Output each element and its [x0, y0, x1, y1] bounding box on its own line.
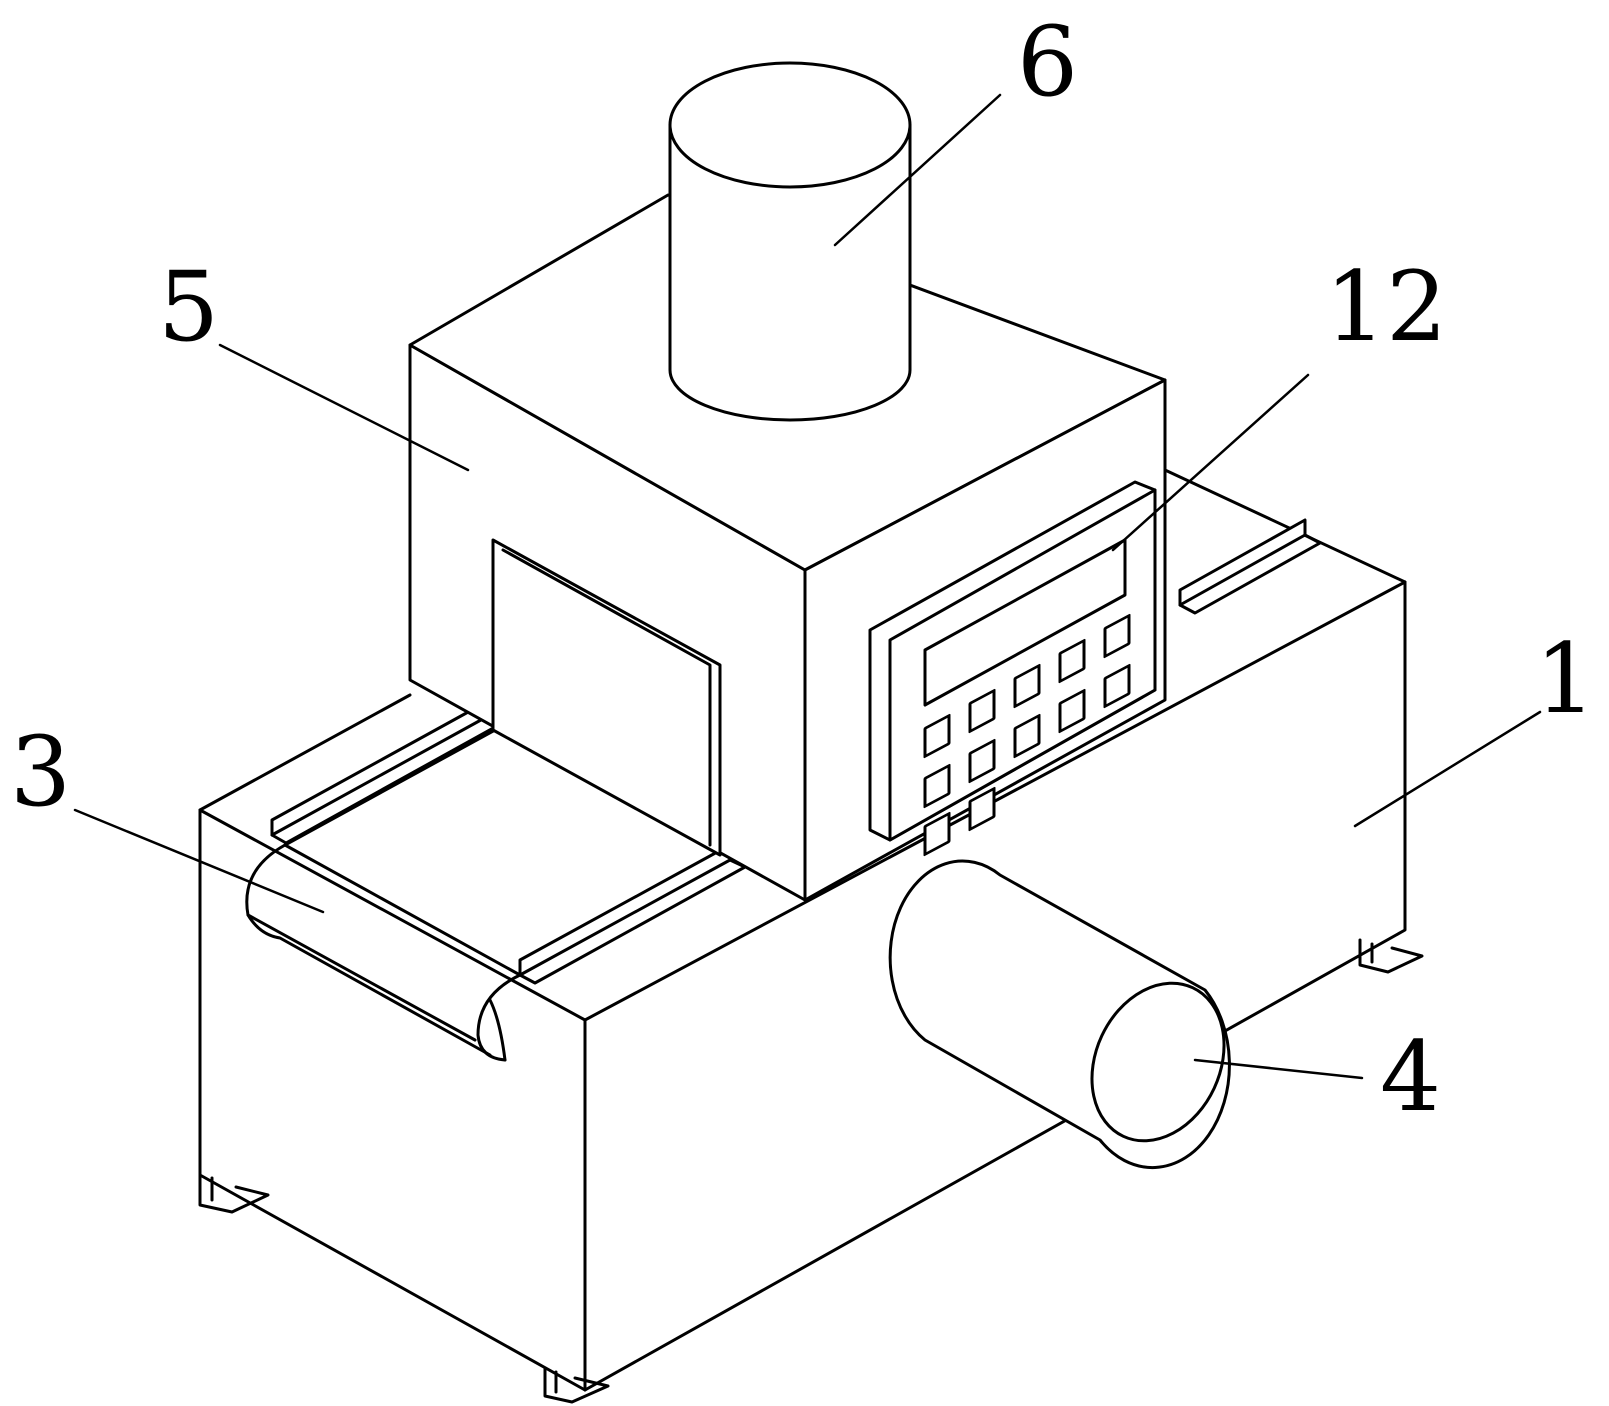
conveyor-belt	[245, 518, 1322, 1062]
leader-1	[1353, 710, 1542, 828]
label-12: 12	[1325, 251, 1447, 363]
leader-lines	[73, 93, 1542, 1080]
label-3: 3	[10, 716, 71, 828]
label-1: 1	[1535, 623, 1596, 735]
leader-5	[218, 343, 470, 472]
label-5: 5	[158, 251, 219, 363]
label-6: 6	[1017, 6, 1078, 118]
side-motor	[888, 859, 1231, 1170]
base-foot-left	[198, 1173, 270, 1214]
leader-3	[73, 808, 325, 914]
base-foot-right	[1358, 938, 1424, 974]
label-4: 4	[1380, 1021, 1441, 1133]
control-panel	[868, 480, 1157, 857]
top-cylinder	[668, 61, 912, 422]
leader-6	[833, 93, 1002, 247]
base-foot-front	[543, 1366, 610, 1404]
leader-12	[1111, 373, 1310, 552]
leader-4	[1193, 1058, 1364, 1080]
keypad	[923, 613, 1131, 857]
